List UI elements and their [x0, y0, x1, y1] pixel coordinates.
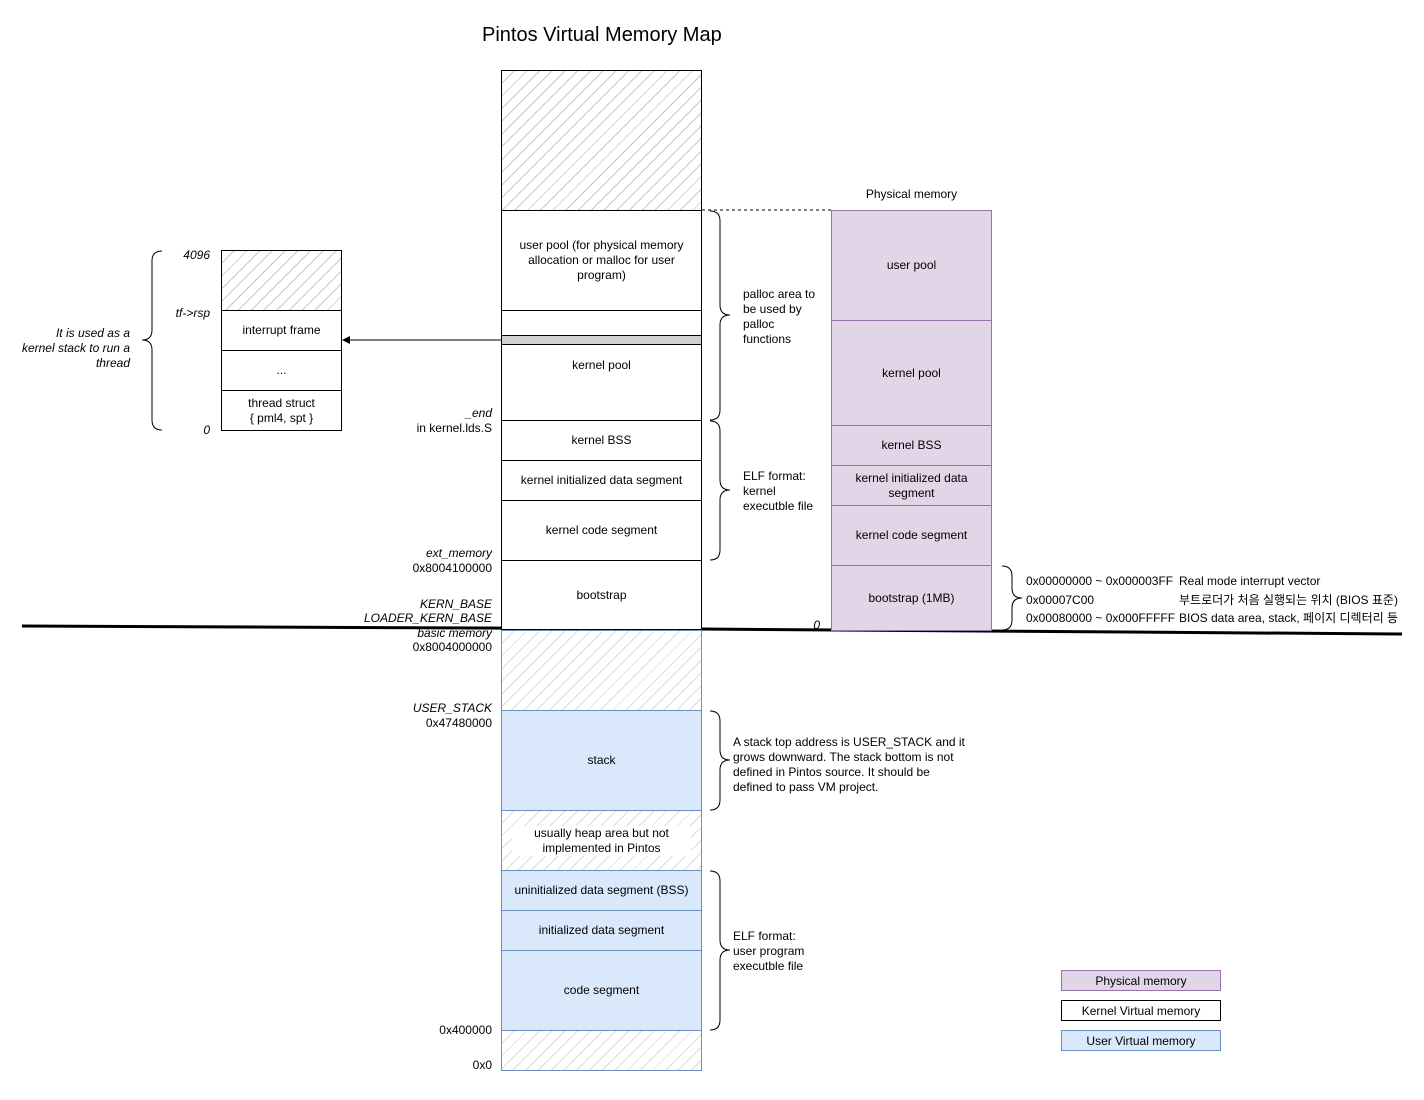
bootstrap-desc: BIOS data area, stack, 페이지 디렉터리 등 [1179, 611, 1399, 625]
legend-physical: Physical memory [1061, 970, 1221, 991]
elf-kernel-note: ELF format: kernel executble file [743, 469, 814, 513]
bootstrap-desc: Real mode interrupt vector [1179, 574, 1321, 588]
pm-kernel-code: kernel code segment [831, 505, 992, 566]
thread-rsp-label: tf->rsp [175, 306, 210, 320]
vm-user-code: code segment [501, 950, 702, 1031]
thread-bottom-label: 0 [203, 423, 210, 437]
elf-user-note: ELF format: user program executble file [733, 929, 805, 973]
thread-struct: thread struct{ pml4, spt } [221, 390, 342, 431]
loader-kern-base-label: LOADER_KERN_BASE [363, 611, 492, 625]
bootstrap-desc: 부트로더가 처음 실행되는 위치 (BIOS 표준) [1179, 593, 1398, 607]
vm-null-region [501, 1030, 702, 1071]
pm-kernel-bss: kernel BSS [831, 425, 992, 466]
user-stack-label: USER_STACK [412, 701, 492, 715]
pm-bootstrap: bootstrap (1MB) [831, 565, 992, 631]
thread-note: It is used as a kernel stack to run a th… [21, 326, 130, 370]
kern-base-label: KERN_BASE [419, 597, 492, 611]
bootstrap-range: 0x00080000 ~ 0x000FFFFF [1026, 611, 1176, 625]
vm-unmapped-region [501, 630, 702, 711]
legend-user: User Virtual memory [1061, 1030, 1221, 1051]
legend-kernel: Kernel Virtual memory [1061, 1000, 1221, 1021]
thread-stack-ellipsis: ... [221, 350, 342, 391]
pm-user-pool: user pool [831, 210, 992, 321]
vm-user-bss: uninitialized data segment (BSS) [501, 870, 702, 911]
bootstrap-range: 0x00007C00 [1026, 593, 1095, 607]
vm-user-heap: usually heap area but not implemented in… [501, 810, 702, 871]
vm-pool-gap [501, 310, 702, 336]
vm-kernel-bss: kernel BSS [501, 420, 702, 461]
ext-memory-label: ext_memory [425, 546, 492, 560]
ext-memory-address: 0x8004100000 [412, 561, 492, 575]
bootstrap-range: 0x00000000 ~ 0x000003FF [1026, 574, 1174, 588]
thread-interrupt-frame: interrupt frame [221, 310, 342, 351]
physical-memory-title: Physical memory [865, 187, 958, 201]
code-start-address: 0x400000 [439, 1023, 492, 1037]
pm-kernel-pool: kernel pool [831, 320, 992, 426]
stack-note: A stack top address is USER_STACK and it… [733, 735, 965, 794]
zero-address: 0x0 [472, 1058, 492, 1072]
vm-user-pool: user pool (for physical memory allocatio… [501, 210, 702, 311]
vm-kernel-code: kernel code segment [501, 500, 702, 561]
vm-user-stack: stack [501, 710, 702, 811]
kern-base-address: 0x8004000000 [412, 640, 492, 654]
user-stack-address: 0x47480000 [425, 716, 492, 730]
pm-kernel-data: kernel initialized data segment [831, 465, 992, 506]
vm-user-data: initialized data segment [501, 910, 702, 951]
end-label: _end [465, 406, 492, 420]
unused-top-region [501, 70, 702, 211]
thread-stack-free [221, 250, 342, 311]
vm-kernel-pool: kernel pool [501, 344, 702, 421]
end-note: in kernel.lds.S [416, 421, 492, 435]
thread-top-label: 4096 [183, 248, 210, 262]
basic-memory-label: basic memory [417, 626, 492, 640]
pm-zero-label: 0 [813, 618, 820, 632]
vm-kernel-data: kernel initialized data segment [501, 460, 702, 501]
diagram-title: Pintos Virtual Memory Map [482, 24, 722, 46]
vm-bootstrap: bootstrap [501, 560, 702, 630]
palloc-note: palloc area to be used by palloc functio… [743, 287, 816, 346]
